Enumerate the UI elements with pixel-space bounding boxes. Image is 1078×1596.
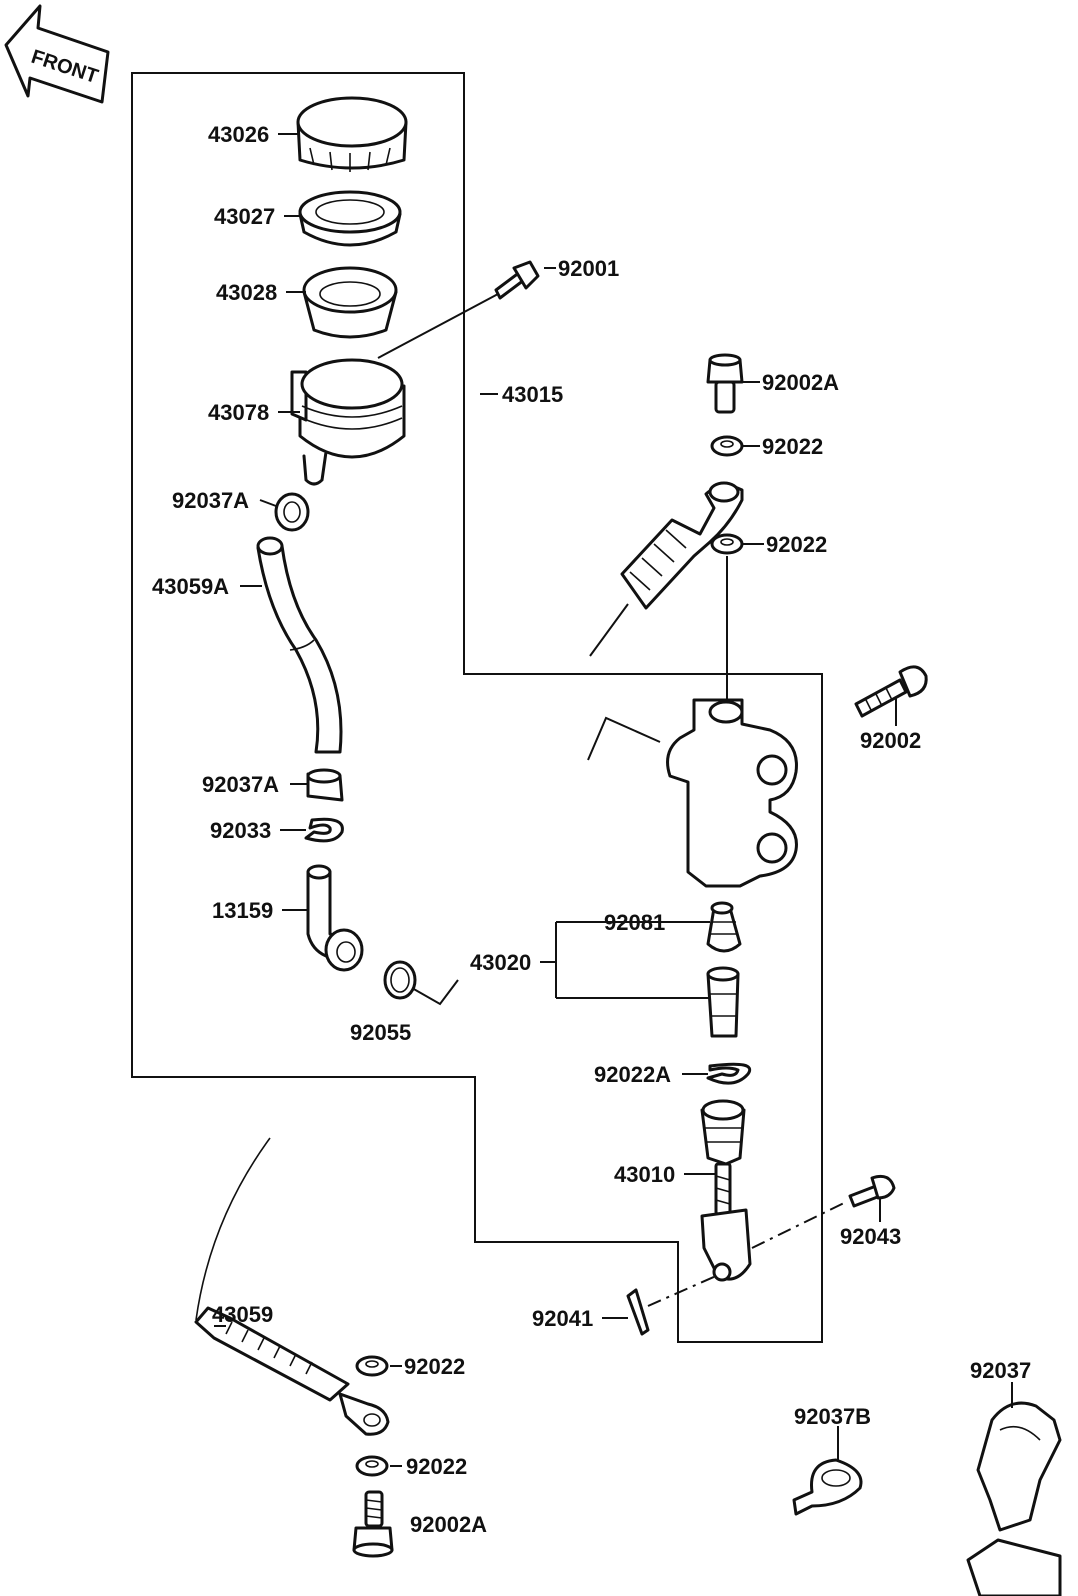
label-43020: 43020 [470, 950, 531, 975]
label-43015: 43015 [502, 382, 563, 407]
label-43059: 43059 [212, 1302, 273, 1327]
label-92022-c: 92022 [404, 1354, 465, 1379]
label-43028: 43028 [216, 280, 277, 305]
cotter-pin-92041 [626, 1275, 717, 1336]
hose-fitting [306, 864, 364, 972]
label-92022-b: 92022 [766, 532, 827, 557]
label-92037a-top: 92037A [172, 488, 249, 513]
washer-92022-c [355, 1355, 389, 1377]
retaining-ring-92022a [706, 1062, 752, 1085]
diaphragm-plate [298, 190, 402, 247]
label-92041: 92041 [532, 1306, 593, 1331]
label-43010: 43010 [614, 1162, 675, 1187]
label-92022a: 92022A [594, 1062, 671, 1087]
label-92002: 92002 [860, 728, 921, 753]
banjo-bolt-92002a-top [706, 353, 744, 414]
clamp-92037a-mid [306, 768, 344, 802]
label-92002a-bottom: 92002A [410, 1512, 487, 1537]
bolt-92002 [854, 665, 928, 726]
label-92001: 92001 [558, 256, 619, 281]
clamp-92037b [792, 1426, 863, 1516]
bolt-92001 [377, 260, 540, 359]
label-43026: 43026 [208, 122, 269, 147]
label-43059a: 43059A [152, 574, 229, 599]
label-92081: 92081 [604, 910, 665, 935]
label-92043: 92043 [840, 1224, 901, 1249]
diaphragm [302, 266, 398, 339]
reservoir-hose [256, 536, 343, 754]
reservoir [290, 358, 406, 486]
clamp-92037a-top [274, 492, 310, 532]
label-43078: 43078 [208, 400, 269, 425]
push-rod-43010 [700, 1099, 752, 1282]
assembly-frame-43015 [131, 72, 823, 1343]
label-92055: 92055 [350, 1020, 411, 1045]
label-92037a-mid: 92037A [202, 772, 279, 797]
washer-92022-a [710, 435, 744, 457]
circlip-92033 [304, 817, 344, 843]
leader-lines [214, 133, 764, 1467]
reservoir-cap [296, 96, 408, 172]
master-cylinder-body [587, 698, 798, 888]
spring-seat-92081 [706, 901, 742, 953]
label-92033: 92033 [210, 818, 271, 843]
brake-hose-43059 [194, 1137, 390, 1436]
label-92022-a: 92022 [762, 434, 823, 459]
piston-43020 [706, 966, 740, 1038]
label-92002a-top: 92002A [762, 370, 839, 395]
label-92037b: 92037B [794, 1404, 871, 1429]
label-92037: 92037 [970, 1358, 1031, 1383]
label-43027: 43027 [214, 204, 275, 229]
banjo-hose-end [589, 481, 744, 700]
clamp-92037 [966, 1382, 1062, 1596]
front-arrow-icon: FRONT [4, 4, 110, 104]
label-92022-d: 92022 [406, 1454, 467, 1479]
o-ring-92055 [383, 960, 459, 1006]
clevis-pin-92043 [751, 1174, 896, 1249]
banjo-bolt-92002a-bottom [352, 1490, 394, 1558]
washer-92022-d [355, 1455, 389, 1477]
label-13159: 13159 [212, 898, 273, 923]
